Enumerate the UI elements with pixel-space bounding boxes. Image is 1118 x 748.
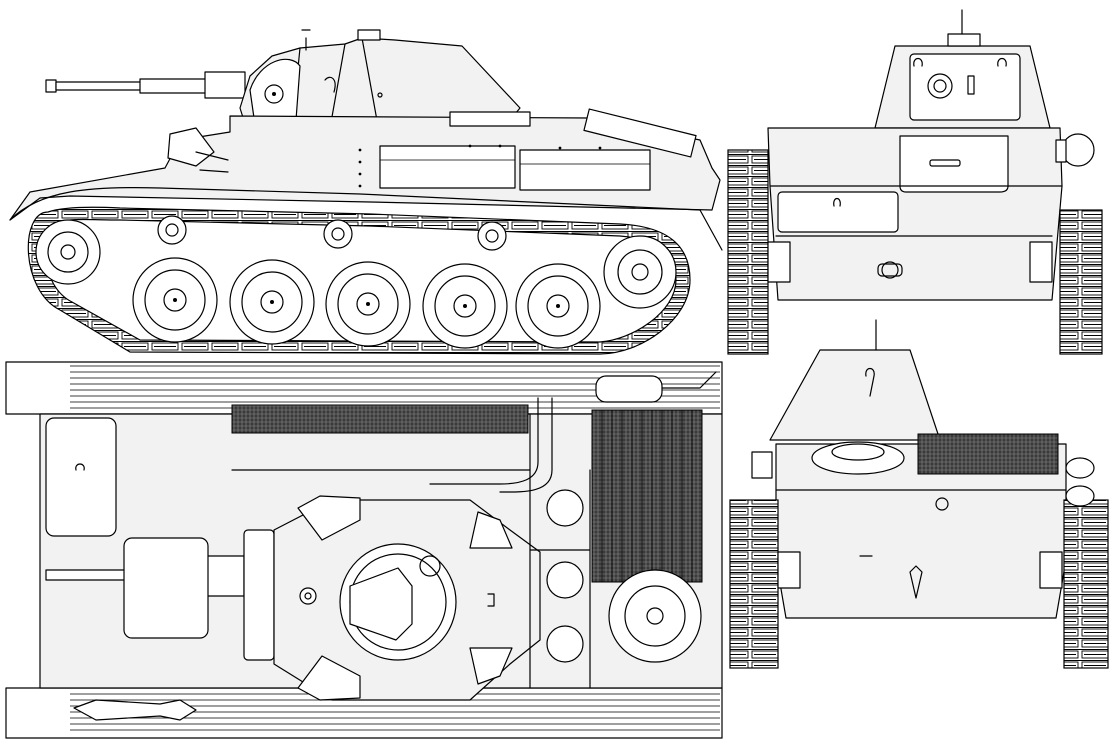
- road-wheel: [229, 259, 315, 345]
- rear-hatch-2: [546, 561, 584, 599]
- track-rear-left: [729, 499, 779, 669]
- commander-cupola: [339, 543, 457, 661]
- side-view: [9, 29, 723, 355]
- engine-grille-top: [231, 404, 529, 434]
- road-wheels: [132, 257, 601, 349]
- exhaust-muffler: [595, 375, 663, 403]
- return-rollers: [157, 215, 507, 251]
- headlight-side: [167, 127, 215, 167]
- rear-grille: [917, 433, 1059, 475]
- drive-sprocket: [603, 235, 677, 309]
- top-view: [5, 361, 723, 739]
- track-rear-right: [1063, 499, 1109, 669]
- rear-view: [729, 319, 1109, 669]
- idler-wheel: [35, 219, 101, 285]
- road-wheel: [515, 263, 601, 349]
- radiator-grille: [591, 409, 703, 583]
- return-roller: [157, 215, 187, 245]
- rear-fuel-cap: [811, 441, 905, 475]
- track-front-left: [727, 149, 769, 355]
- hull-rivets: [358, 144, 602, 188]
- return-roller: [323, 219, 353, 249]
- rear-hatch-1: [546, 489, 584, 527]
- road-wheel: [422, 263, 508, 349]
- track-front-right: [1059, 209, 1103, 355]
- driver-hatch: [45, 417, 117, 537]
- fan-cover: [608, 569, 702, 663]
- front-view: [727, 9, 1103, 355]
- return-roller: [477, 221, 507, 251]
- road-wheel: [325, 261, 411, 347]
- road-wheel: [132, 257, 218, 343]
- main-gun-barrel: [45, 71, 246, 99]
- rear-hatch-3: [546, 625, 584, 663]
- headlight-front: [1061, 133, 1095, 167]
- turret-rear: [769, 349, 941, 441]
